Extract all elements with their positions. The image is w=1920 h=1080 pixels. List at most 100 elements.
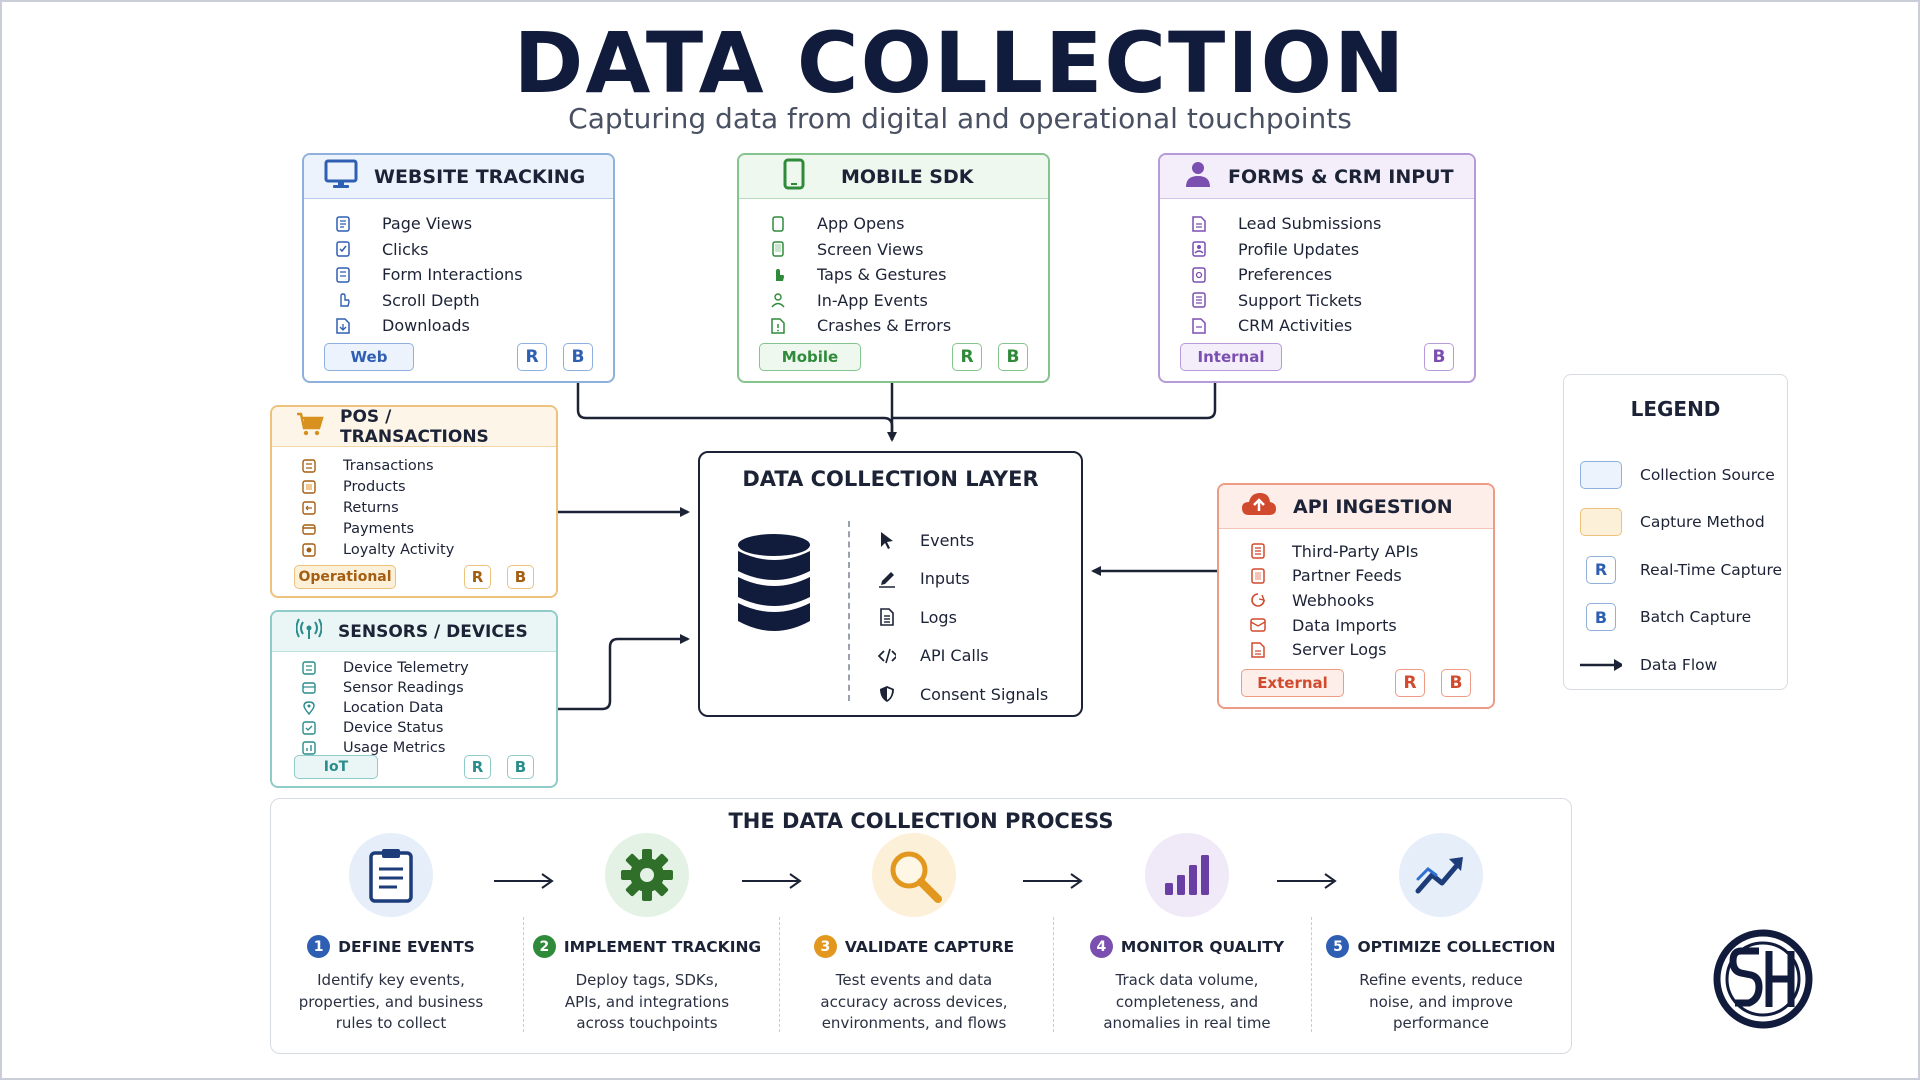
bar-chart-icon xyxy=(1145,833,1229,917)
person-icon xyxy=(1184,160,1212,193)
step-number: 2 xyxy=(532,935,556,958)
list-item: Support Tickets xyxy=(1190,288,1474,314)
batch-badge: B xyxy=(507,755,534,779)
website-tracking-title: WEBSITE TRACKING xyxy=(374,165,586,188)
list-item: App Opens xyxy=(769,211,1048,237)
list-item: Page Views xyxy=(334,211,613,237)
api-ingestion-card: API INGESTION Third-Party APIs Partner F… xyxy=(1217,483,1495,709)
list-item: API Calls xyxy=(878,637,1048,676)
list-item: Partner Feeds xyxy=(1249,564,1493,589)
step-description: Deploy tags, SDKs,APIs, and integrations… xyxy=(564,971,730,1032)
list-item: Products xyxy=(300,476,556,497)
sensors-devices-header: SENSORS / DEVICES xyxy=(272,612,556,652)
import-icon xyxy=(1249,616,1267,634)
log-file-icon xyxy=(878,608,896,627)
mobile-sdk-header: MOBILE SDK xyxy=(739,155,1048,199)
step-number: 4 xyxy=(1089,935,1113,958)
trend-up-icon xyxy=(1399,833,1483,917)
list-item: Clicks xyxy=(334,237,613,263)
layer-divider xyxy=(848,521,850,701)
page-subtitle: Capturing data from digital and operatio… xyxy=(568,102,1352,135)
list-item: Downloads xyxy=(334,313,613,339)
internal-tag: Internal xyxy=(1180,343,1282,371)
monitor-icon xyxy=(324,159,358,194)
batch-badge: B xyxy=(998,343,1028,371)
webhook-icon xyxy=(1249,591,1267,609)
arrow-right-icon xyxy=(1277,871,1337,895)
step-title: VALIDATE CAPTURE xyxy=(844,937,1015,956)
pos-transactions-list: Transactions Products Returns Payments L… xyxy=(272,447,556,560)
list-item: Crashes & Errors xyxy=(769,313,1048,339)
batch-swatch: B xyxy=(1586,603,1616,632)
download-icon xyxy=(334,317,352,335)
location-pin-icon xyxy=(300,699,318,717)
api-ingestion-footer: External R B xyxy=(1219,669,1493,697)
flow-forms-to-layer xyxy=(892,383,1217,420)
list-item: Payments xyxy=(300,518,556,539)
crash-icon xyxy=(769,317,787,335)
step-separator xyxy=(1311,917,1312,1032)
legend-title: LEGEND xyxy=(1630,397,1721,421)
website-tracking-footer: Web R B xyxy=(304,343,613,371)
arrow-right-icon xyxy=(742,871,802,895)
data-collection-layer-title: DATA COLLECTION LAYER xyxy=(742,467,1039,491)
server-log-icon xyxy=(1249,641,1267,659)
list-item: Scroll Depth xyxy=(334,288,613,314)
shield-icon xyxy=(878,685,896,703)
mobile-sdk-card: MOBILE SDK App Opens Screen Views Taps &… xyxy=(737,153,1050,383)
cart-icon xyxy=(296,412,324,441)
collection-source-swatch xyxy=(1580,460,1622,489)
legend-item: Data Flow xyxy=(1580,641,1782,689)
list-item: Screen Views xyxy=(769,237,1048,263)
step-title: IMPLEMENT TRACKING xyxy=(563,937,762,956)
legend-item: Capture Method xyxy=(1580,499,1782,547)
list-item: Inputs xyxy=(878,560,1048,599)
sensor-icon xyxy=(300,679,318,697)
real-time-badge: R xyxy=(952,343,982,371)
pos-transactions-title: POS / TRANSACTIONS xyxy=(340,406,489,447)
list-item: Device Status xyxy=(300,718,556,738)
list-item: In-App Events xyxy=(769,288,1048,314)
pos-transactions-card: POS / TRANSACTIONS Transactions Products… xyxy=(270,405,558,598)
profile-icon xyxy=(1190,240,1208,258)
step-title: OPTIMIZE COLLECTION xyxy=(1357,937,1556,956)
api-ingestion-header: API INGESTION xyxy=(1219,485,1493,529)
screen-icon xyxy=(769,240,787,258)
step-title: DEFINE EVENTS xyxy=(338,937,475,956)
user-event-icon xyxy=(769,291,787,309)
pos-transactions-footer: Operational R B xyxy=(272,565,556,589)
return-icon xyxy=(300,499,318,517)
tap-icon xyxy=(769,266,787,284)
payment-icon xyxy=(300,520,318,538)
code-icon xyxy=(878,647,896,665)
api-ingestion-title: API INGESTION xyxy=(1293,495,1453,518)
sensors-devices-footer: IoT R B xyxy=(272,755,556,779)
website-tracking-header: WEBSITE TRACKING xyxy=(304,155,613,199)
data-collection-layer: DATA COLLECTION LAYER Events Inputs Logs… xyxy=(698,451,1083,717)
telemetry-icon xyxy=(300,659,318,677)
forms-crm-list: Lead Submissions Profile Updates Prefere… xyxy=(1160,199,1474,339)
list-item: Webhooks xyxy=(1249,588,1493,613)
process-title: THE DATA COLLECTION PROCESS xyxy=(728,809,1114,833)
forms-crm-title: FORMS & CRM INPUT xyxy=(1228,165,1454,188)
list-item: Returns xyxy=(300,497,556,518)
cursor-icon xyxy=(878,531,896,550)
batch-badge: B xyxy=(1424,343,1454,371)
list-item: Lead Submissions xyxy=(1190,211,1474,237)
flow-sensors-to-layer xyxy=(558,634,690,711)
list-item: Device Telemetry xyxy=(300,658,556,678)
layer-list: Events Inputs Logs API Calls Consent Sig… xyxy=(878,521,1048,714)
list-item: Preferences xyxy=(1190,262,1474,288)
list-item: Profile Updates xyxy=(1190,237,1474,263)
cloud-upload-icon xyxy=(1241,491,1277,522)
doc-icon xyxy=(1190,215,1208,233)
mobile-tag: Mobile xyxy=(759,343,861,371)
page-title: DATA COLLECTION xyxy=(513,14,1407,112)
